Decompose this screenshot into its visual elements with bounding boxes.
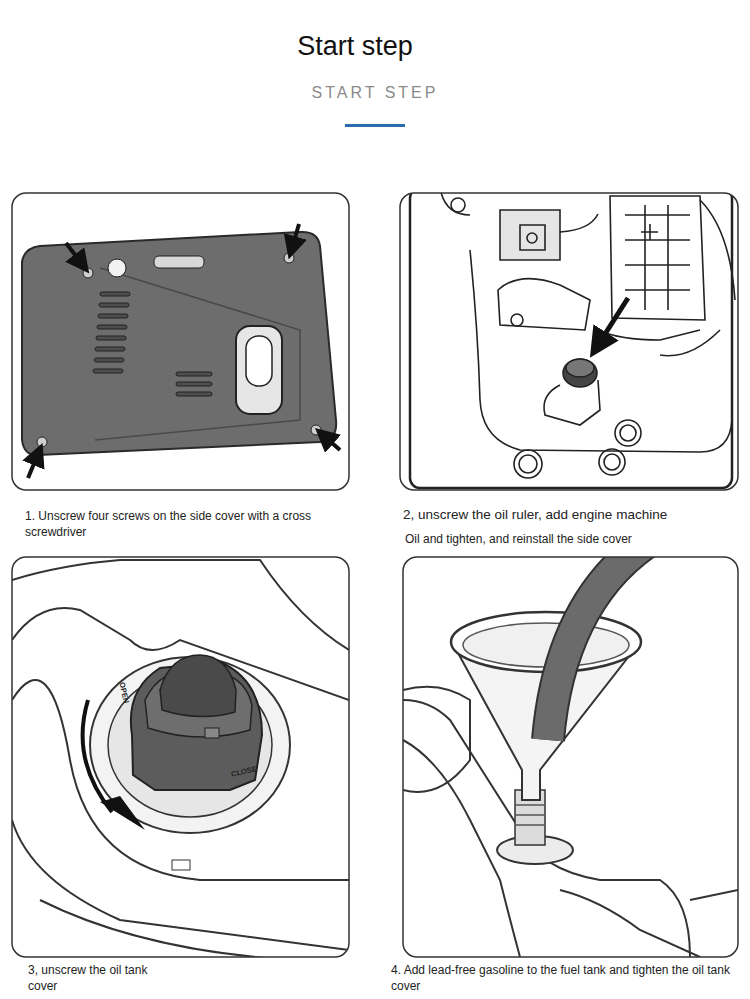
panel-frame — [400, 193, 738, 490]
engine-figure — [620, 425, 636, 441]
step-caption: Oil and tighten, and reinstall the side … — [405, 531, 735, 547]
side-cover-figure — [94, 358, 124, 362]
fuel-cap-figure — [160, 655, 236, 717]
side-cover-figure — [96, 336, 126, 340]
panel-frame — [12, 193, 349, 490]
side-cover-figure — [311, 425, 321, 435]
side-cover-figure — [99, 303, 129, 307]
side-cover-figure — [176, 382, 212, 386]
fuel-cap-figure — [12, 820, 349, 950]
subtitle: START STEP — [0, 82, 750, 104]
engine-figure — [500, 210, 560, 260]
engine-figure — [410, 193, 735, 488]
side-cover-figure — [97, 325, 127, 329]
engine-figure — [544, 380, 600, 425]
side-cover-figure — [292, 224, 299, 248]
side-cover-figure — [98, 314, 128, 318]
fuel-cap-figure — [12, 560, 349, 957]
funnel-figure — [403, 687, 470, 792]
engine-figure — [566, 359, 594, 377]
engine-figure — [641, 224, 658, 240]
side-cover-figure — [236, 326, 282, 414]
side-cover-figure — [95, 268, 300, 440]
page-title: Start step — [0, 28, 710, 64]
step-caption: 4. Add lead-free gasoline to the fuel ta… — [391, 962, 743, 994]
fuel-cap-figure — [172, 860, 190, 870]
panel-frame — [12, 557, 349, 957]
funnel-figure — [548, 557, 650, 740]
fuel-cap-figure — [12, 560, 349, 650]
engine-figure — [451, 198, 465, 212]
engine-figure — [527, 233, 537, 243]
title-bar — [345, 124, 405, 127]
engine-figure — [511, 314, 523, 326]
fuel-cap-figure — [12, 680, 70, 760]
engine-figure — [410, 193, 732, 488]
engine-figure — [498, 279, 590, 330]
side-cover-figure — [95, 347, 125, 351]
engine-figure — [470, 250, 732, 452]
side-cover-figure — [176, 372, 212, 376]
side-cover-figure — [93, 369, 123, 373]
funnel-figure — [403, 557, 738, 957]
engine-figure — [560, 214, 598, 232]
funnel-figure — [560, 890, 700, 957]
side-cover-figure — [28, 224, 340, 478]
fuel-cap-figure — [205, 728, 219, 738]
fuel-cap-figure — [100, 796, 145, 830]
side-cover-figure — [108, 259, 126, 277]
side-cover-figure — [37, 437, 47, 447]
funnel-figure — [690, 890, 738, 900]
side-cover-figure — [22, 232, 336, 455]
side-cover-figure — [324, 436, 340, 450]
fuel-cap-figure — [40, 900, 349, 957]
engine-figure — [599, 449, 625, 475]
side-cover-figure — [176, 392, 212, 396]
side-cover-figure — [93, 292, 212, 396]
side-cover-figure — [22, 224, 340, 478]
side-cover-figure — [28, 454, 38, 478]
step-caption: 2, unscrew the oil ruler, add engine mac… — [403, 506, 743, 524]
title-bar — [345, 124, 405, 127]
step-caption: 3, unscrew the oil tank cover — [28, 962, 178, 994]
engine-figure — [660, 330, 720, 356]
step-caption: 1. Unscrew four screws on the side cover… — [25, 508, 335, 540]
fuel-cap-figure — [83, 700, 112, 812]
side-cover-figure — [83, 268, 93, 278]
engine-figure — [440, 193, 470, 215]
engine-figure — [700, 200, 735, 300]
funnel-figure — [515, 805, 545, 825]
side-cover-figure — [246, 336, 272, 386]
side-cover-figure — [100, 292, 130, 296]
engine-figure — [563, 359, 597, 387]
engine-figure — [615, 420, 641, 446]
pointer-arrow — [598, 298, 628, 345]
funnel-figure — [548, 557, 650, 740]
side-cover-figure — [154, 256, 204, 268]
side-cover-figure — [284, 253, 294, 263]
engine-figure — [519, 455, 537, 473]
engine-figure — [598, 330, 700, 340]
engine-figure — [604, 454, 620, 470]
engine-figure — [514, 450, 542, 478]
panel-frame — [403, 557, 738, 957]
engine-figure — [625, 205, 690, 310]
engine-figure — [520, 225, 545, 250]
side-cover-figure — [66, 243, 82, 264]
